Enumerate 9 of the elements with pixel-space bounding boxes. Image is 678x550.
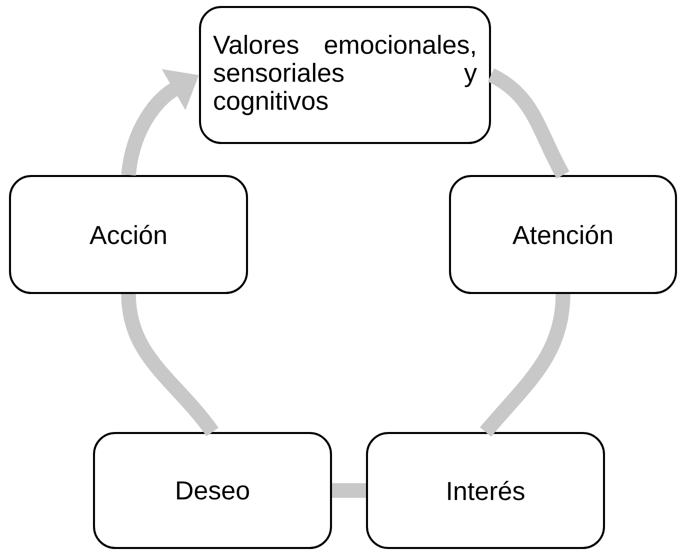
connector-band: [332, 483, 366, 498]
process-box: Deseo: [93, 432, 332, 550]
process-box: Atención: [449, 175, 677, 294]
process-box: Interés: [366, 432, 605, 550]
connector-band: [480, 294, 570, 437]
process-box: Valores emocionales, sensoriales y cognitivos: [199, 6, 491, 144]
connector-band: [121, 294, 218, 436]
connector-band: [488, 68, 570, 179]
process-box: Acción: [9, 175, 248, 294]
